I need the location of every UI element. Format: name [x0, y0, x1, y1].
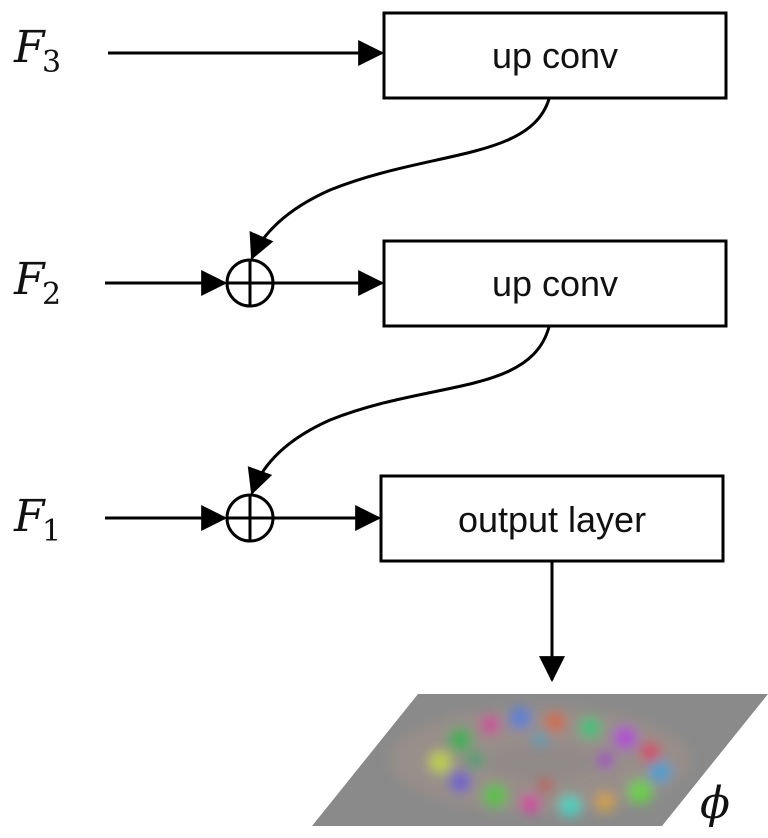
svg-text:2: 2	[42, 277, 61, 312]
svg-text:F: F	[13, 254, 46, 305]
output-layer-block: output layer	[379, 474, 725, 563]
deformation-field-image	[312, 694, 768, 826]
svg-text:F: F	[13, 491, 46, 542]
sum-node-2	[225, 493, 275, 543]
up-conv-block-1: up conv	[382, 11, 728, 100]
arrow-upconv1-to-sum1	[249, 98, 551, 260]
svg-text:up conv: up conv	[492, 35, 618, 76]
input-label-f3: F 3	[13, 22, 61, 80]
svg-text:3: 3	[42, 45, 61, 80]
input-label-f1: F 1	[13, 491, 61, 549]
svg-text:output layer: output layer	[458, 499, 646, 540]
output-symbol-phi: ϕ	[700, 778, 730, 829]
up-conv-block-2: up conv	[382, 239, 728, 328]
sum-node-1	[225, 258, 275, 308]
svg-text:up conv: up conv	[492, 263, 618, 304]
input-label-f2: F 2	[13, 254, 61, 312]
svg-text:F: F	[13, 22, 46, 73]
arrow-upconv2-to-sum2	[247, 326, 551, 496]
svg-text:1: 1	[42, 514, 61, 549]
